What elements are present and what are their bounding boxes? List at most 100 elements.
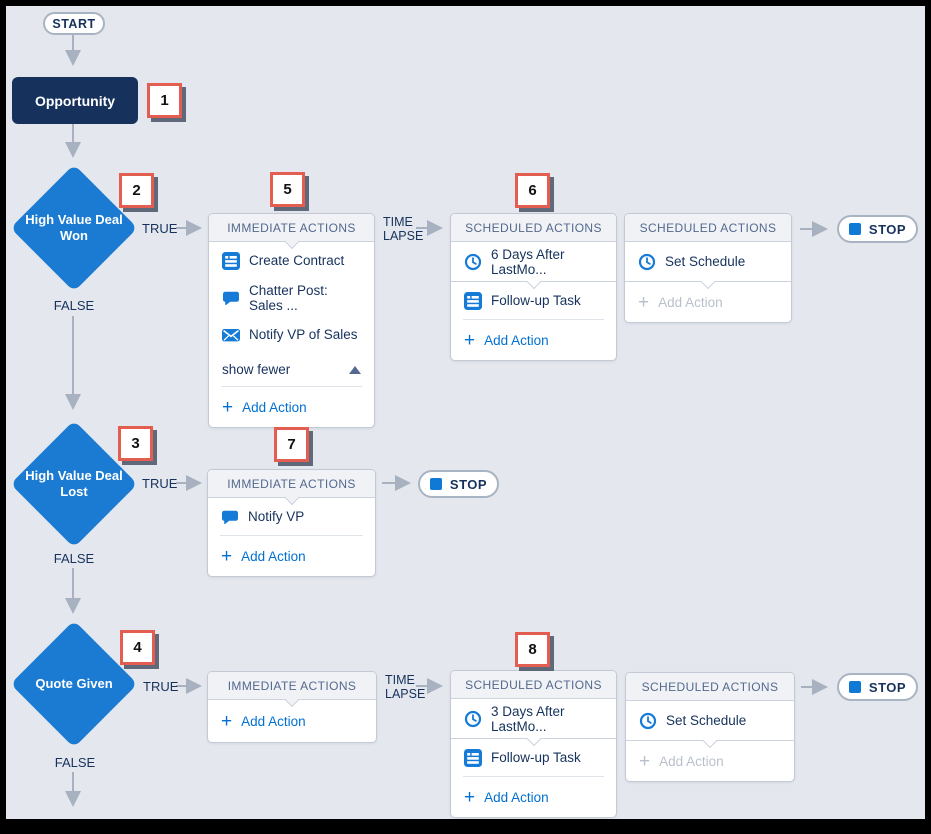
action-item-label: Chatter Post: Sales ... <box>249 282 328 313</box>
clock-icon <box>639 712 657 730</box>
time-lapse-label: TIME LAPSE <box>385 673 426 702</box>
plus-icon: + <box>638 291 650 313</box>
action-item-label: Notify VP <box>248 509 305 524</box>
stop-node: STOP <box>418 470 499 498</box>
schedule-row-6-days[interactable]: 6 Days After LastMo... <box>451 242 616 290</box>
clock-icon <box>638 253 656 271</box>
criteria-label: Quote Given <box>35 675 113 691</box>
chatter-bubble-icon <box>221 508 239 526</box>
true-label: TRUE <box>142 476 178 491</box>
scheduled-actions-default-panel-won: SCHEDULED ACTIONS Set Schedule + Add Act… <box>624 213 792 323</box>
add-action-link[interactable]: + Add Action <box>451 777 616 817</box>
action-item-follow-up-task[interactable]: Follow-up Task <box>451 282 616 319</box>
annotation-badge-3: 3 <box>118 426 153 461</box>
scheduled-actions-panel-won: SCHEDULED ACTIONS 6 Days After LastMo...… <box>450 213 617 361</box>
action-item-label: Follow-up Task <box>491 750 581 765</box>
criteria-label: High Value Deal Lost <box>25 467 123 499</box>
task-list-icon <box>464 748 482 767</box>
schedule-label: 6 Days After LastMo... <box>491 246 565 277</box>
collapse-arrow-icon <box>349 365 361 374</box>
add-action-link[interactable]: + Add Action <box>209 387 374 427</box>
panel-title: SCHEDULED ACTIONS <box>625 214 791 242</box>
panel-divider <box>463 319 604 320</box>
action-item-notify-vp-of-sales[interactable]: Notify VP of Sales <box>209 316 374 353</box>
stop-label: STOP <box>449 476 488 492</box>
show-fewer-toggle[interactable]: show fewer <box>209 353 374 386</box>
panel-title: SCHEDULED ACTIONS <box>626 673 794 701</box>
annotation-badge-2: 2 <box>119 173 154 208</box>
object-node-opportunity[interactable]: Opportunity <box>12 77 138 124</box>
false-label: FALSE <box>53 551 95 566</box>
add-action-label: Add Action <box>241 713 306 729</box>
action-item-notify-vp[interactable]: Notify VP <box>208 498 375 535</box>
plus-icon: + <box>221 710 233 732</box>
false-label: FALSE <box>54 755 96 770</box>
annotation-badge-6: 6 <box>515 173 550 208</box>
process-builder-canvas: START Opportunity 1 High Value Deal Won … <box>6 6 925 819</box>
clock-icon <box>464 710 482 728</box>
add-action-label: Add Action <box>242 399 307 415</box>
panel-title: IMMEDIATE ACTIONS <box>209 214 374 250</box>
start-node: START <box>43 12 105 35</box>
immediate-actions-panel-won: IMMEDIATE ACTIONS Create Contract Chatte… <box>208 213 375 428</box>
scheduled-actions-panel-quote: SCHEDULED ACTIONS 3 Days After LastMo...… <box>450 670 617 818</box>
stop-label: STOP <box>868 221 907 237</box>
schedule-label: 3 Days After LastMo... <box>491 703 565 734</box>
criteria-node-quote-given[interactable]: Quote Given <box>10 620 138 748</box>
scheduled-actions-default-panel-quote: SCHEDULED ACTIONS Set Schedule + Add Act… <box>625 672 795 782</box>
panel-title: SCHEDULED ACTIONS <box>451 214 616 242</box>
panel-title: SCHEDULED ACTIONS <box>451 671 616 699</box>
add-action-link-disabled: + Add Action <box>625 282 791 322</box>
annotation-badge-8: 8 <box>515 632 550 667</box>
add-action-label: Add Action <box>659 753 724 769</box>
plus-icon: + <box>222 396 234 418</box>
stop-square-icon <box>848 223 861 235</box>
chatter-bubble-icon <box>222 289 240 307</box>
add-action-link[interactable]: + Add Action <box>208 536 375 576</box>
show-fewer-label: show fewer <box>222 362 291 377</box>
true-label: TRUE <box>143 679 179 694</box>
task-list-icon <box>222 251 240 270</box>
action-item-create-contract[interactable]: Create Contract <box>209 242 374 279</box>
stop-square-icon <box>848 681 861 693</box>
flow-connectors <box>65 34 828 807</box>
set-schedule-link[interactable]: Set Schedule <box>626 701 794 749</box>
action-item-label: Notify VP of Sales <box>249 327 358 342</box>
criteria-node-high-value-deal-won[interactable]: High Value Deal Won <box>10 164 138 292</box>
plus-icon: + <box>221 545 233 567</box>
annotation-badge-5: 5 <box>270 172 305 207</box>
annotation-badge-4: 4 <box>120 630 155 665</box>
email-icon <box>222 326 240 344</box>
action-item-label: Follow-up Task <box>491 293 581 308</box>
add-action-link[interactable]: + Add Action <box>208 700 376 742</box>
true-label: TRUE <box>142 221 178 236</box>
plus-icon: + <box>639 750 651 772</box>
clock-icon <box>464 253 482 271</box>
add-action-label: Add Action <box>658 294 723 310</box>
criteria-label: High Value Deal Won <box>25 211 123 243</box>
stop-square-icon <box>429 478 442 490</box>
task-list-icon <box>464 291 482 310</box>
panel-title: IMMEDIATE ACTIONS <box>208 470 375 506</box>
annotation-badge-7: 7 <box>274 427 309 462</box>
add-action-link-disabled: + Add Action <box>626 741 794 781</box>
stop-node: STOP <box>837 673 918 701</box>
stop-node: STOP <box>837 215 918 243</box>
action-item-follow-up-task[interactable]: Follow-up Task <box>451 739 616 776</box>
add-action-label: Add Action <box>241 548 306 564</box>
time-lapse-label: TIME LAPSE <box>383 215 424 244</box>
set-schedule-link[interactable]: Set Schedule <box>625 242 791 290</box>
annotation-badge-1: 1 <box>147 83 182 118</box>
add-action-label: Add Action <box>484 332 549 348</box>
action-item-chatter-post[interactable]: Chatter Post: Sales ... <box>209 279 374 316</box>
set-schedule-label: Set Schedule <box>666 713 747 728</box>
schedule-row-3-days[interactable]: 3 Days After LastMo... <box>451 699 616 747</box>
immediate-actions-panel-lost: IMMEDIATE ACTIONS Notify VP + Add Action <box>207 469 376 577</box>
plus-icon: + <box>464 786 476 808</box>
add-action-label: Add Action <box>484 789 549 805</box>
panel-title: IMMEDIATE ACTIONS <box>208 672 376 708</box>
criteria-node-high-value-deal-lost[interactable]: High Value Deal Lost <box>10 420 138 548</box>
set-schedule-label: Set Schedule <box>665 254 746 269</box>
add-action-link[interactable]: + Add Action <box>451 320 616 360</box>
